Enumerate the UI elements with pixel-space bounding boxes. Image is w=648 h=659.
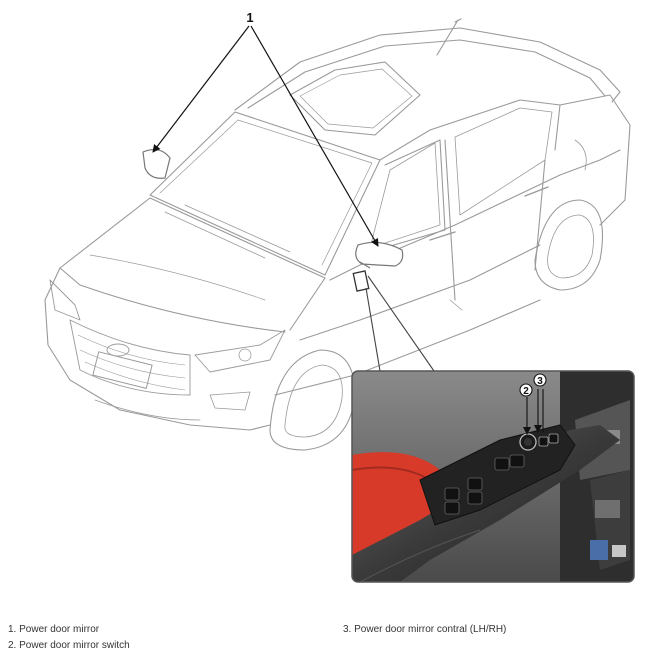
- photo-frame: [351, 370, 635, 583]
- arrow-to-right-mirror: [250, 25, 379, 247]
- left-headlight: [49, 279, 81, 321]
- legend-item-3: 3. Power door mirror contral (LH/RH): [343, 624, 507, 635]
- callout-3-badge: 3: [533, 373, 547, 387]
- svg-text:3: 3: [537, 376, 543, 387]
- sunroof: [289, 61, 421, 136]
- switch-location-marker: [352, 270, 370, 292]
- callout-1-arrows: [152, 25, 379, 247]
- right-mirror: [355, 241, 404, 269]
- car-outline: [44, 18, 631, 451]
- legend-item-1: 1. Power door mirror: [8, 624, 100, 635]
- legend-item-2: 2. Power door mirror switch: [8, 640, 130, 651]
- grille-logo: [106, 343, 130, 357]
- front-wheel: [269, 349, 356, 451]
- rear-wheel: [534, 199, 604, 291]
- callout-2-badge: 2: [519, 383, 533, 397]
- antenna: [436, 18, 462, 56]
- left-mirror: [142, 148, 171, 179]
- right-headlight: [194, 329, 286, 373]
- grille: [69, 319, 191, 396]
- hood: [59, 197, 326, 331]
- rear-door-window: [454, 107, 553, 216]
- vehicle-diagram: 1: [44, 10, 635, 583]
- svg-text:2: 2: [523, 386, 529, 397]
- front-door-window: [369, 142, 441, 249]
- license-plate: [92, 351, 153, 389]
- arrow-to-left-mirror: [152, 25, 250, 153]
- photo-leader-lines: [365, 275, 435, 372]
- switch-photo: [351, 370, 635, 583]
- callout-1-label: 1: [246, 10, 253, 25]
- callout-2-3-pointers: [523, 389, 544, 435]
